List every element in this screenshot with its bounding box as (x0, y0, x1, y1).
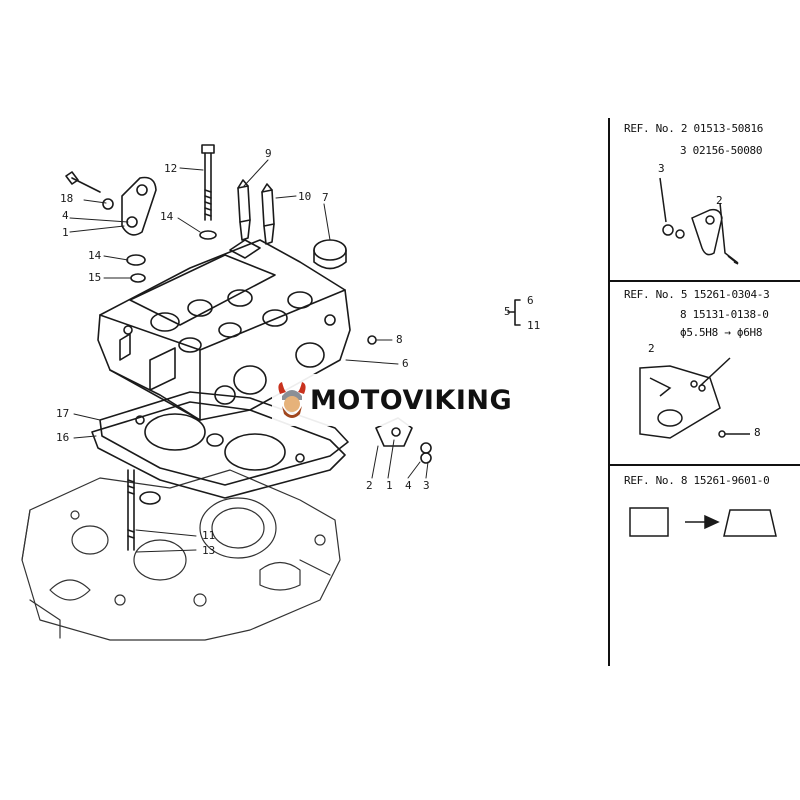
plug-7 (313, 239, 347, 270)
detail-2-label-2: 2 (648, 342, 655, 355)
head-gasket (91, 391, 349, 499)
watermark: MOTOVIKING (272, 374, 534, 426)
ref-divider-2 (610, 464, 800, 466)
nut-4 (102, 198, 114, 210)
callout-13: 13 (202, 544, 216, 557)
engine-block-outline (21, 469, 341, 641)
ref-line-bore: ϕ5.5H8 → ϕ6H8 (680, 326, 763, 339)
ref-line-3: 3 02156-50080 (680, 144, 763, 157)
head-bolt-12 (201, 144, 215, 221)
detail-1-label-3: 3 (658, 162, 665, 175)
ref-section-1: REF. No. 2 01513-50816 3 02156-50080 3 2 (610, 118, 800, 278)
viking-head-icon (278, 382, 306, 418)
detail-2-label-8: 8 (754, 426, 761, 439)
callout-3: 3 (423, 479, 430, 492)
callout-2: 2 (366, 479, 373, 492)
watermark-text: MOTOVIKING (310, 384, 513, 416)
callout-6-group: 6 (527, 294, 534, 307)
head-detail-2 (639, 357, 750, 439)
callout-4: 4 (62, 209, 69, 222)
callout-16: 16 (56, 431, 70, 444)
glow-plug-10 (261, 183, 275, 245)
plug-shape-change (629, 507, 777, 537)
callout-7: 7 (322, 191, 329, 204)
callout-14-upper: 14 (160, 210, 174, 223)
callout-4-lower: 4 (405, 479, 412, 492)
ref-line-8: 8 15131-0138-0 (680, 308, 769, 321)
detail-1-label-2: 2 (716, 194, 723, 207)
callout-11: 11 (202, 529, 216, 542)
callout-8: 8 (396, 333, 403, 346)
bracket-detail-1 (659, 177, 739, 265)
callout-9: 9 (265, 147, 272, 160)
washer-14-left (126, 254, 146, 266)
washer-14-upper (199, 230, 217, 240)
cylinder-head (97, 239, 351, 421)
bracket-1 (121, 176, 157, 236)
callout-18: 18 (60, 192, 74, 205)
washer-15 (130, 273, 146, 283)
stud-11 (127, 469, 135, 551)
callout-11-group: 11 (527, 319, 541, 332)
plug-8 (367, 335, 377, 345)
glow-plug-9 (237, 179, 251, 241)
ref-divider-1 (610, 280, 800, 282)
ref-line-2: REF. No. 2 01513-50816 (624, 122, 764, 135)
ref-line-8b: REF. No. 8 15261-9601-0 (624, 474, 770, 487)
ref-section-2: REF. No. 5 15261-0304-3 8 15131-0138-0 ϕ… (610, 282, 800, 462)
callout-1: 1 (62, 226, 69, 239)
callout-5: 5 (504, 305, 511, 318)
callout-6: 6 (402, 357, 409, 370)
ref-section-3: REF. No. 8 15261-9601-0 (610, 466, 800, 556)
group-bracket-5 (507, 299, 521, 326)
callout-15: 15 (88, 271, 102, 284)
callout-12: 12 (164, 162, 178, 175)
bolt-18 (71, 177, 101, 193)
callout-14-left: 14 (88, 249, 102, 262)
ref-line-5: REF. No. 5 15261-0304-3 (624, 288, 770, 301)
reference-panel: REF. No. 2 01513-50816 3 02156-50080 3 2… (608, 118, 800, 666)
callout-1-lower: 1 (386, 479, 393, 492)
callout-10: 10 (298, 190, 312, 203)
dowel-pin (139, 491, 161, 505)
callout-17: 17 (56, 407, 70, 420)
